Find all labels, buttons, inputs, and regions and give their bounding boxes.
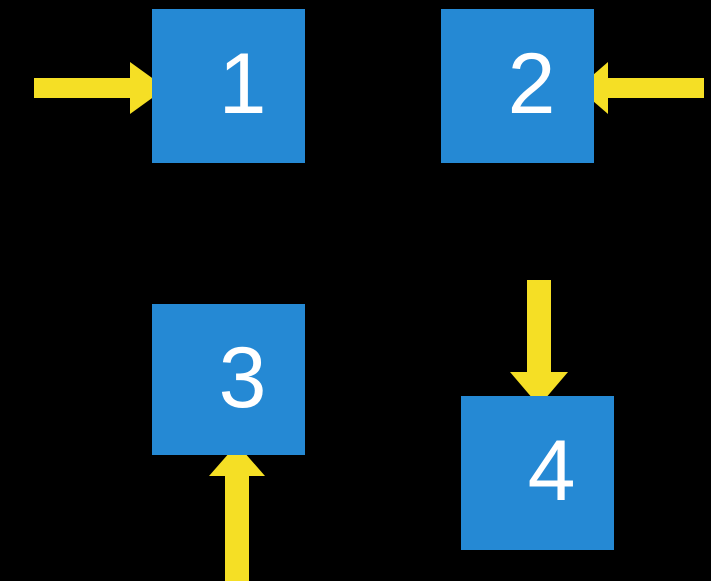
node-2-label: 2 bbox=[507, 36, 556, 132]
arrow-down-into-node-4 bbox=[510, 280, 568, 406]
arrow-up-into-node-3 bbox=[209, 444, 265, 581]
node-4-label: 4 bbox=[527, 423, 576, 519]
diagram-node-1[interactable]: 1 bbox=[152, 9, 305, 163]
node-1-label: 1 bbox=[218, 36, 267, 132]
diagram-node-4[interactable]: 4 bbox=[461, 396, 614, 550]
diagram-node-3[interactable]: 3 bbox=[152, 304, 305, 455]
node-3-label: 3 bbox=[218, 329, 267, 426]
arrow-right-into-node-1 bbox=[34, 62, 166, 114]
diagram-node-2[interactable]: 2 bbox=[441, 9, 594, 163]
arrow-left-into-node-2 bbox=[578, 62, 704, 114]
